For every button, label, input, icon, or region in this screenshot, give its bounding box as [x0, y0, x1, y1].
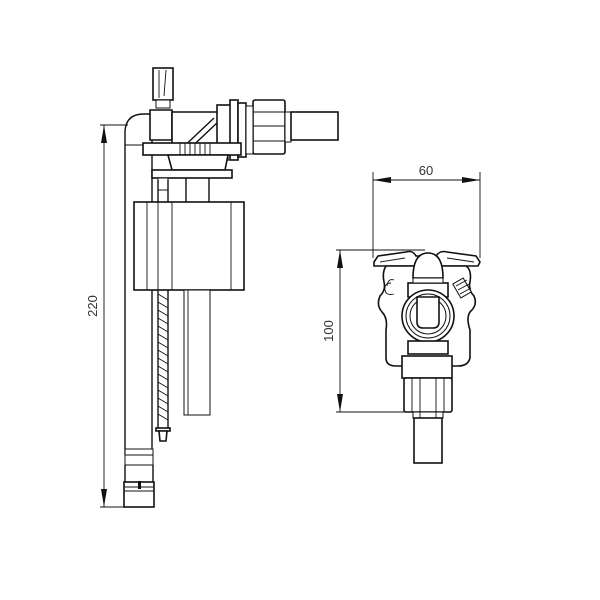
arrow-up-icon	[337, 250, 343, 268]
front-view-valve	[373, 250, 481, 464]
dimension-label-100: 100	[321, 320, 336, 342]
arrow-right-icon	[462, 177, 480, 183]
bracket-slot	[379, 257, 406, 263]
lower-collar-wide	[401, 355, 453, 379]
manifold-teeth	[179, 143, 211, 155]
dimension-220: 220	[85, 124, 128, 508]
cap-line	[163, 69, 167, 97]
manifold-top	[142, 142, 242, 156]
valve-stem-block	[149, 109, 173, 141]
inlet-nut	[252, 99, 286, 155]
nut-washer	[245, 105, 254, 155]
front-inlet-pipe	[413, 417, 443, 464]
arrow-down-icon	[101, 489, 107, 507]
arrow-left-icon	[373, 177, 391, 183]
threaded-rod-nut	[157, 177, 169, 191]
cap-neck	[155, 99, 171, 109]
bracket-slot	[446, 257, 475, 263]
dimension-60: 60	[372, 163, 481, 258]
float-arm-plate	[151, 169, 233, 179]
manifold-bowl	[166, 154, 229, 171]
central-plunger	[416, 296, 440, 329]
dimension-label-60: 60	[419, 163, 433, 178]
riser-tube-left-edge	[124, 113, 155, 455]
base-collar	[124, 454, 154, 466]
float-cup	[133, 201, 245, 291]
top-adjuster-cap	[152, 67, 174, 101]
pipe-collar	[412, 411, 444, 419]
inlet-pipe	[290, 111, 339, 141]
dimension-label-220: 220	[85, 295, 100, 317]
lower-collar	[407, 340, 449, 355]
nut-collar	[284, 111, 292, 143]
central-dome	[412, 252, 444, 279]
dimension-100: 100	[321, 249, 425, 413]
left-hook	[386, 279, 395, 287]
arrow-down-icon	[337, 394, 343, 412]
base-pin	[138, 481, 141, 489]
arrow-up-icon	[101, 125, 107, 143]
dome-ring	[412, 277, 444, 284]
side-view-valve	[123, 67, 339, 508]
threaded-adjustment-rod	[155, 180, 171, 442]
base-ring	[124, 448, 154, 456]
front-inlet-nut	[403, 377, 453, 413]
side-adjust-knob	[452, 277, 472, 299]
